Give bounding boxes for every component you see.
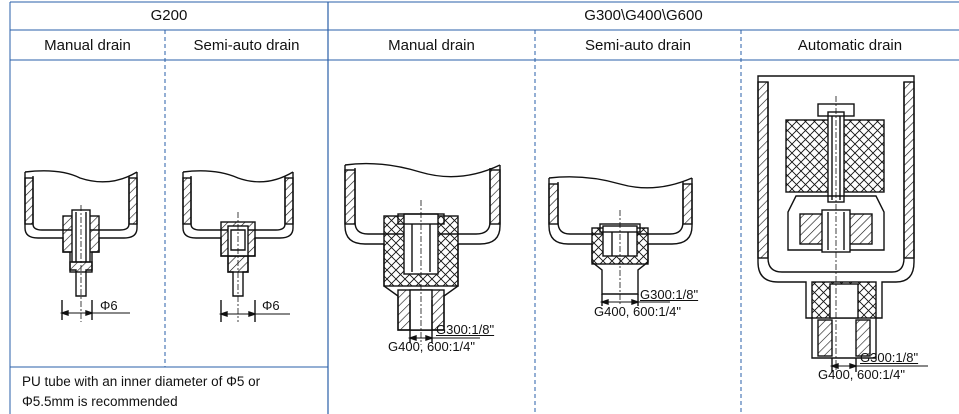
g200-manual-drain-drawing <box>24 170 138 322</box>
dim-label-g300-semi-1: G300:1/8" <box>640 287 699 302</box>
dim-label-g200-manual: Φ6 <box>100 298 118 313</box>
pu-tube-note-line-1: PU tube with an inner diameter of Φ5 or <box>22 374 261 389</box>
column-header-g200-semi-auto: Semi-auto drain <box>193 37 300 54</box>
g300-manual-drain-drawing <box>344 162 501 345</box>
g200-semi-auto-drain-drawing <box>182 170 294 322</box>
g300-automatic-drain-drawing <box>757 75 928 372</box>
group-header-g300-g400-g600: G300\G400\G600 <box>584 7 703 24</box>
column-header-g300-semi-auto: Semi-auto drain <box>585 37 691 54</box>
column-header-g200-manual: Manual drain <box>44 37 131 54</box>
column-header-g300-manual: Manual drain <box>388 37 475 54</box>
pu-tube-note-line-2: Φ5.5mm is recommended <box>22 394 178 409</box>
dim-label-g200-semi: Φ6 <box>262 298 280 313</box>
dim-label-g300-auto-2: G400, 600:1/4" <box>818 367 906 382</box>
dim-label-g300-auto-1: G300:1/8" <box>860 350 919 365</box>
g300-semi-auto-drain-drawing <box>548 176 693 306</box>
dim-label-g300-semi-2: G400, 600:1/4" <box>594 304 682 319</box>
group-header-g200: G200 <box>150 7 188 24</box>
column-header-g300-automatic: Automatic drain <box>797 37 903 54</box>
dim-label-g300-manual-1: G300:1/8" <box>436 322 495 337</box>
pu-tube-note: PU tube with an inner diameter of Φ5 or … <box>22 372 260 412</box>
dim-label-g300-manual-2: G400, 600:1/4" <box>388 339 476 354</box>
